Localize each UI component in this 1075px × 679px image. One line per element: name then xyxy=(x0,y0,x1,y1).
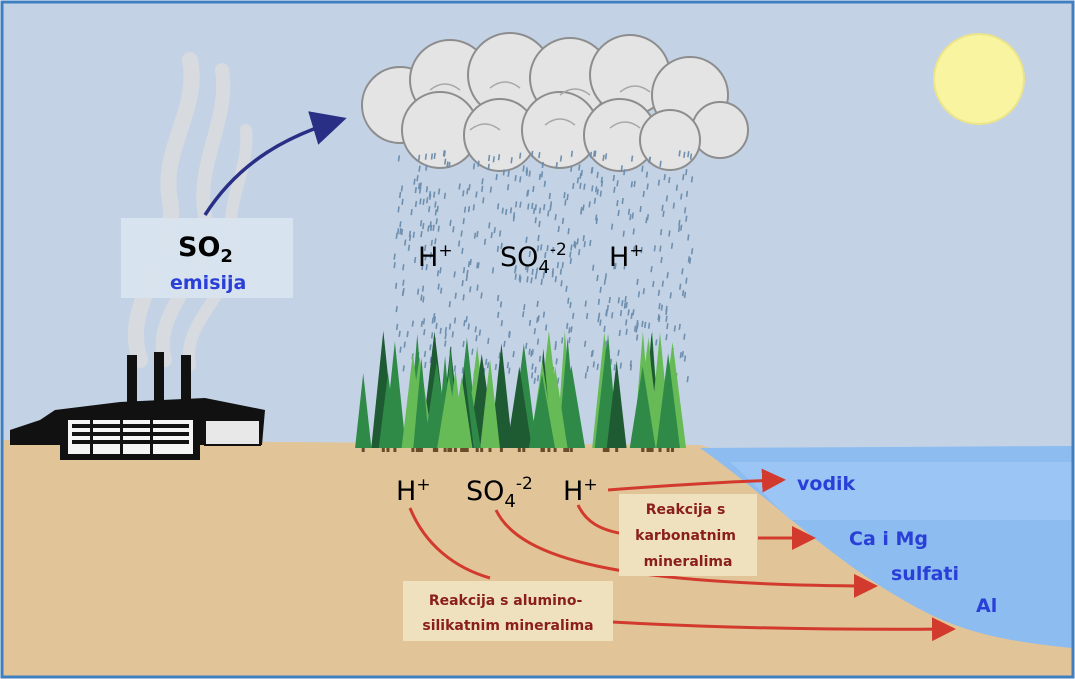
soil-ion-h-left: H+ xyxy=(396,475,431,507)
carbonate-reaction-box xyxy=(619,494,757,576)
arrow-h-curve xyxy=(576,504,625,536)
soil-ion-sulfate: SO4-2 xyxy=(466,474,533,512)
product-ca-mg: Ca i Mg xyxy=(849,528,928,550)
water-band xyxy=(730,462,1072,520)
factory xyxy=(10,352,265,460)
soil-ion-h-right: H+ xyxy=(563,475,598,507)
product-sulfati: sulfati xyxy=(891,563,959,585)
arrow-to-al xyxy=(611,617,956,642)
cloud-shading xyxy=(429,81,651,131)
rain-ion-h-right: H+ xyxy=(609,241,644,273)
sun xyxy=(933,33,1025,125)
so2-emission-box xyxy=(121,218,293,298)
rain-ion-h-left: H+ xyxy=(418,241,453,273)
rain-ion-sulfate: SO4-2 xyxy=(500,240,567,278)
emission-arrow xyxy=(203,111,347,216)
product-vodik: vodik xyxy=(797,473,856,495)
cloud xyxy=(361,32,749,172)
emission-label: emisija xyxy=(170,272,246,294)
alumino-reaction-box xyxy=(403,581,613,641)
forest xyxy=(355,330,687,452)
carbonate-reaction-label: Reakcija s karbonatnim mineralima xyxy=(635,502,741,570)
so2-label: SO2 xyxy=(178,232,233,267)
arrow-h-left-curve xyxy=(408,507,491,580)
ground xyxy=(3,440,1072,676)
reaction-arrows xyxy=(408,468,956,642)
alumino-reaction-label: Reakcija s alumino- silikatnim mineralim… xyxy=(422,593,593,634)
arrow-to-vodik xyxy=(607,468,786,493)
arrow-to-sulfati xyxy=(494,509,878,598)
product-al: Al xyxy=(976,595,997,617)
